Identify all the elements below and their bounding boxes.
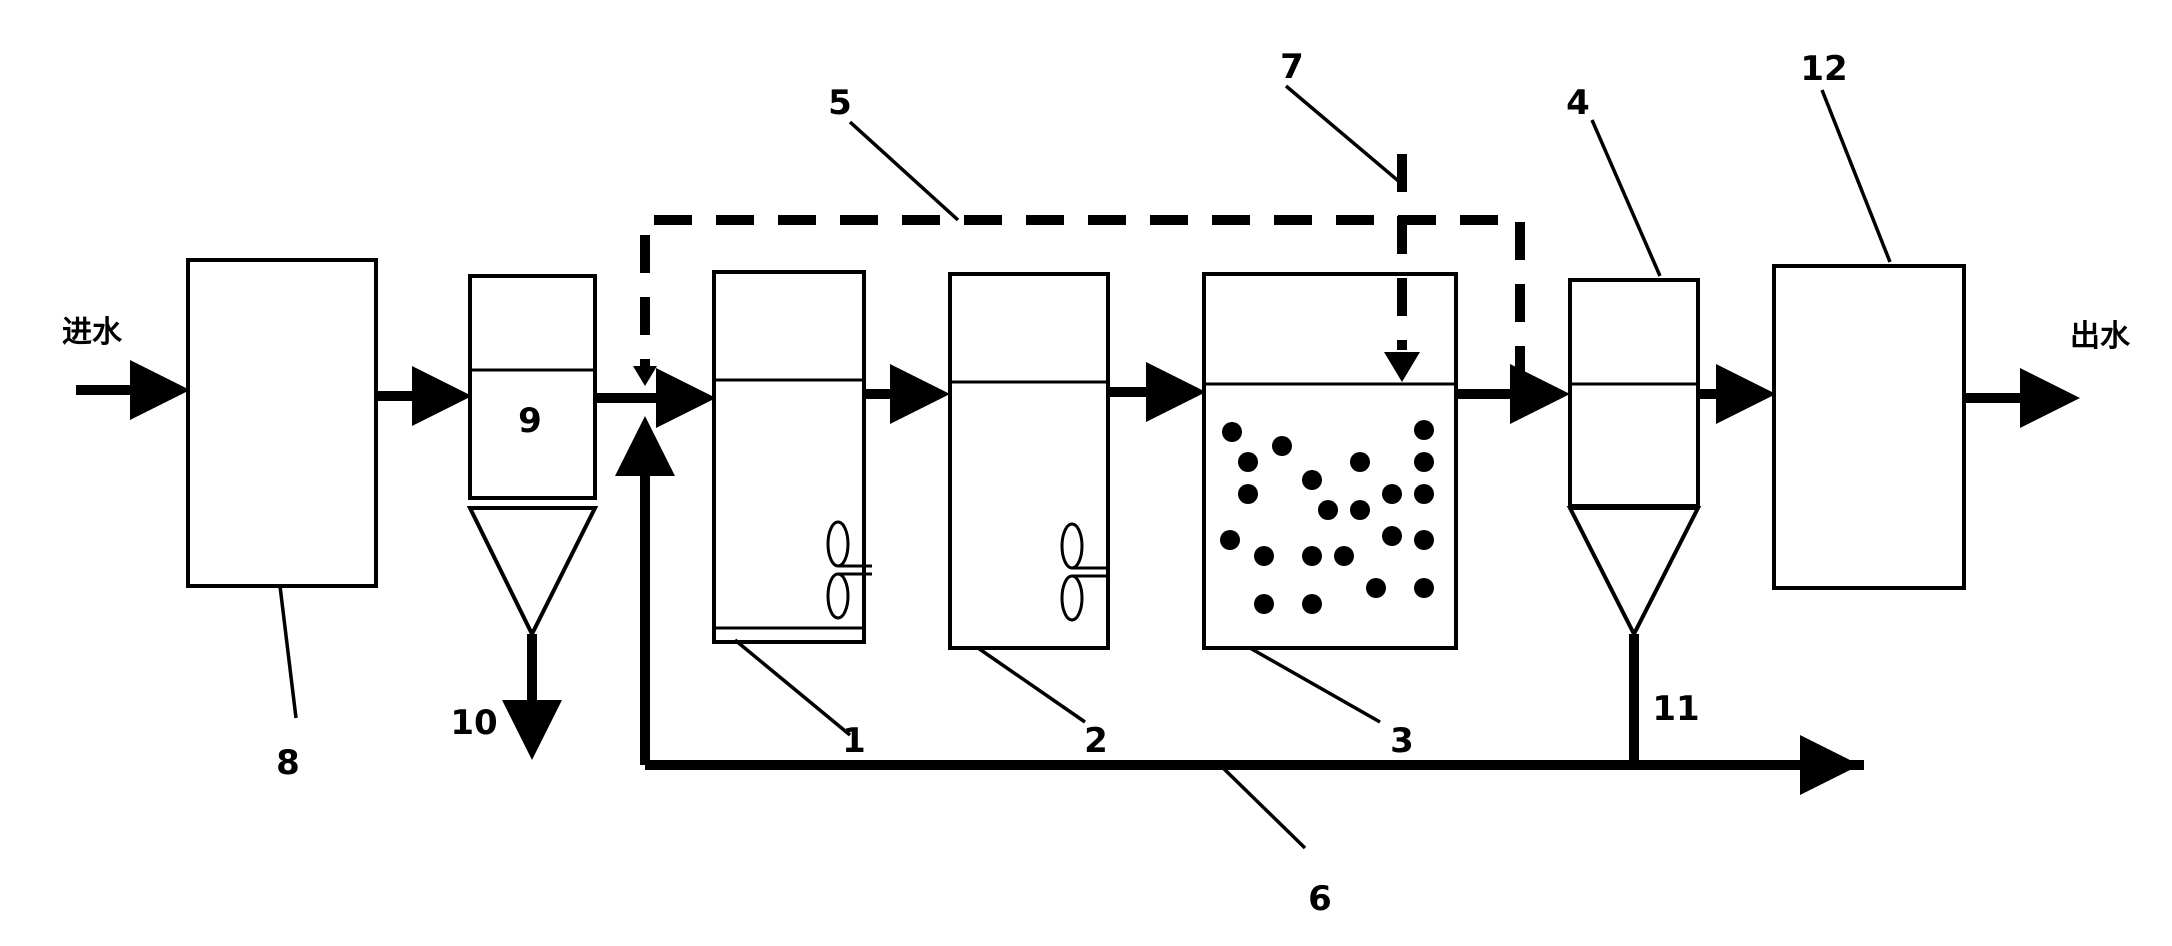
unit-4-clarifier bbox=[1566, 278, 1702, 639]
leader-lines bbox=[278, 84, 1892, 850]
label-2: 2 bbox=[1084, 721, 1108, 761]
tank-3-media bbox=[1202, 272, 1458, 650]
recycle-line-5 bbox=[633, 215, 1525, 386]
label-1: 1 bbox=[842, 721, 866, 761]
label-12: 12 bbox=[1800, 49, 1847, 89]
tank-1 bbox=[712, 270, 872, 644]
label-3: 3 bbox=[1390, 721, 1414, 761]
label-6: 6 bbox=[1308, 879, 1332, 919]
label-4: 4 bbox=[1566, 83, 1590, 123]
label-10: 10 bbox=[450, 703, 497, 743]
label-7: 7 bbox=[1280, 47, 1304, 87]
unit-12-box bbox=[1772, 264, 1966, 590]
outlet-label: 出水 bbox=[2070, 319, 2131, 354]
label-11: 11 bbox=[1652, 689, 1699, 729]
label-5: 5 bbox=[828, 83, 852, 123]
label-8: 8 bbox=[276, 743, 300, 783]
media-dots bbox=[1220, 420, 1434, 614]
inlet-label: 进水 bbox=[62, 315, 123, 350]
return-line-6 bbox=[615, 416, 1864, 795]
tank-2 bbox=[948, 272, 1110, 650]
unit-9-settler bbox=[466, 274, 599, 639]
unit-8-box bbox=[186, 258, 378, 588]
dosing-line-7 bbox=[1384, 154, 1420, 382]
label-9: 9 bbox=[518, 401, 542, 441]
main-flow bbox=[76, 360, 2080, 428]
